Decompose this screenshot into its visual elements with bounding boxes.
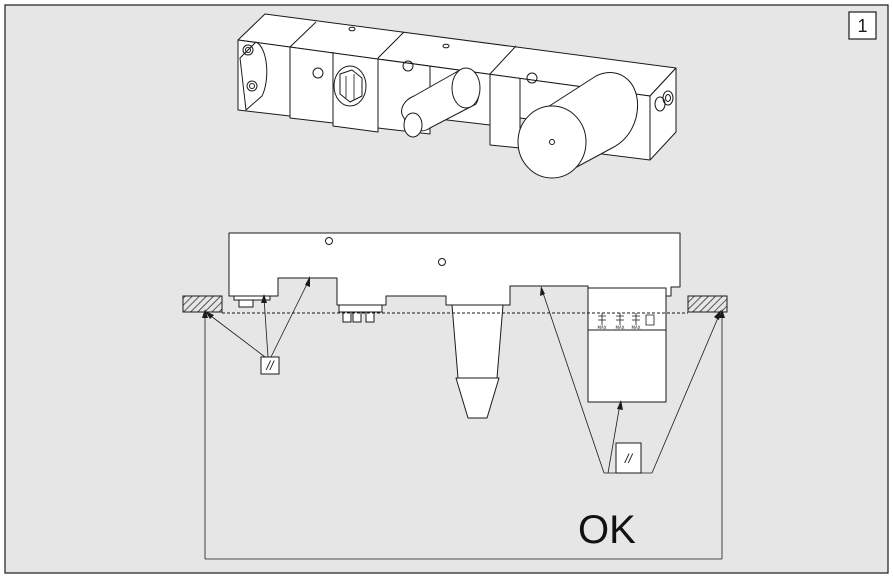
result-ok-label: OK (578, 508, 636, 552)
left-wall-block (182, 295, 223, 313)
valve-body-3d-view (237, 13, 677, 179)
max-mark-3: MAX (632, 313, 641, 330)
parallelism-symbol-right: // (624, 451, 634, 466)
parallelism-indicator-left: // (205, 276, 310, 375)
max-marks: MAX MAX MAX (598, 313, 655, 330)
max-mark-2: MAX (616, 313, 625, 330)
svg-text:MAX: MAX (632, 325, 641, 330)
svg-text:MAX: MAX (598, 325, 607, 330)
parallelism-indicator-right: // (540, 286, 721, 474)
max-mark-1: MAX (598, 313, 607, 330)
step-number: 1 (857, 16, 867, 36)
parallelism-symbol: // (265, 358, 275, 373)
valve-body-front-view: MAX MAX MAX (228, 232, 681, 419)
right-wall-block (687, 295, 728, 313)
step-number-badge: 1 (848, 11, 877, 40)
svg-text:MAX: MAX (616, 325, 625, 330)
wall-reference (182, 295, 728, 314)
dimension-frame (202, 309, 725, 560)
